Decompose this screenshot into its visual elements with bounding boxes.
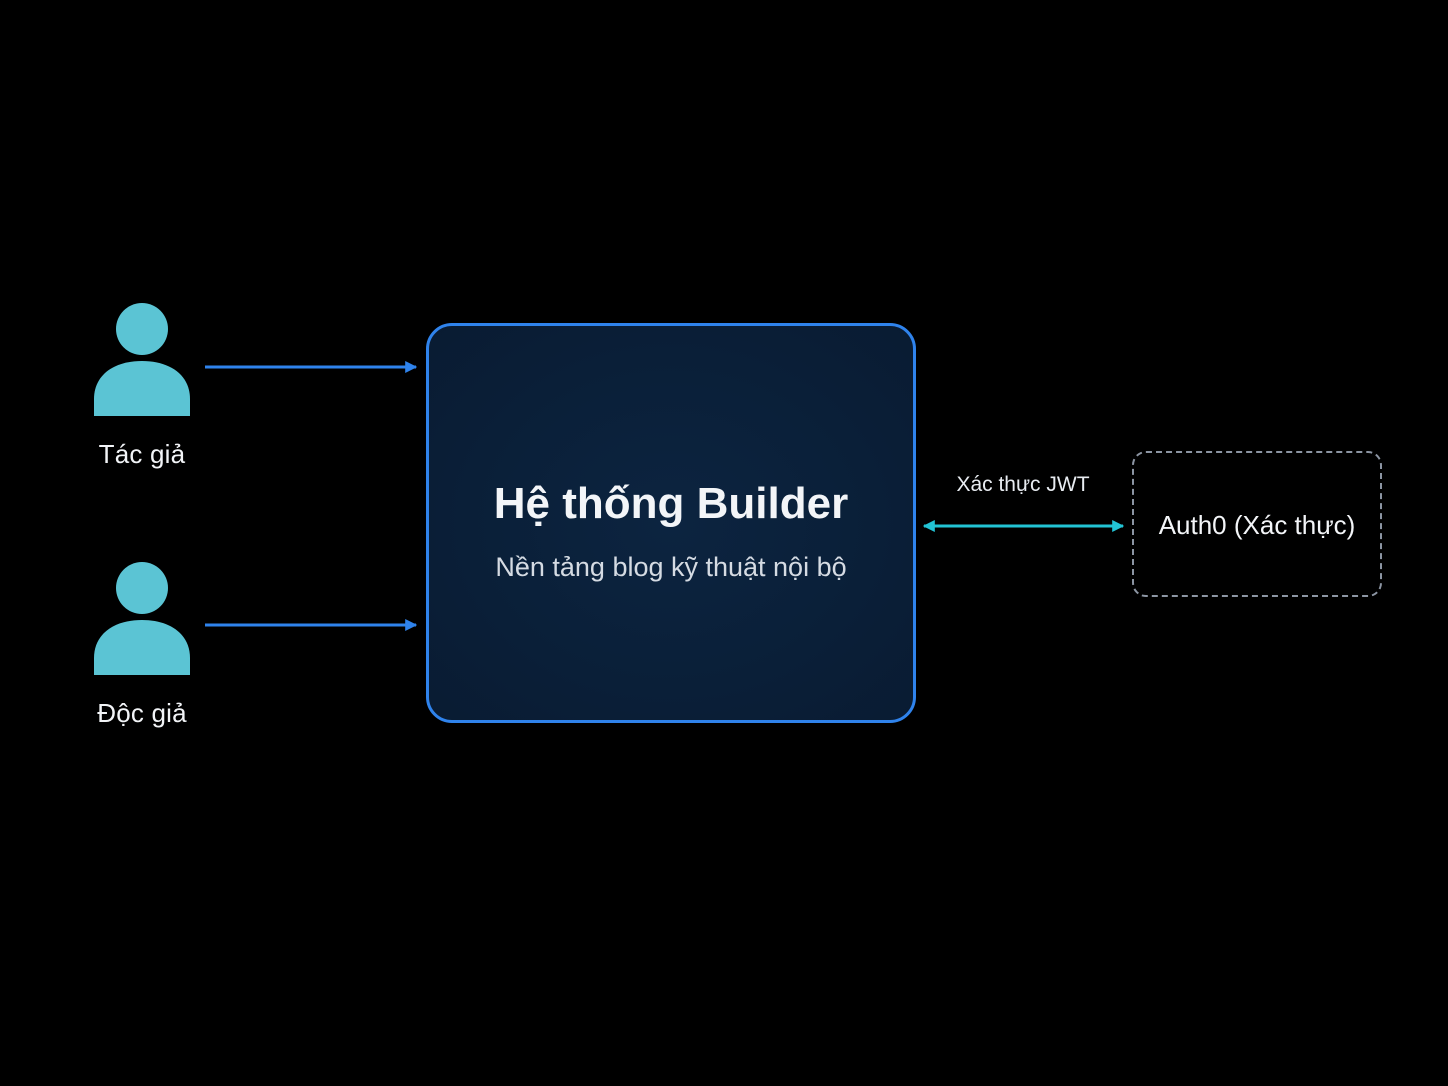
user-icon [94, 303, 190, 416]
system-box: Hệ thống Builder Nền tảng blog kỹ thuật … [426, 323, 916, 723]
actor-reader: Độc giả [72, 562, 212, 728]
auth-label: Auth0 (Xác thực) [1158, 510, 1356, 540]
actor-author: Tác giả [72, 303, 212, 469]
auth-link-label: Xác thực JWT [956, 473, 1090, 496]
system-subtitle: Nền tảng blog kỹ thuật nội bộ [495, 552, 847, 582]
user-icon [94, 562, 190, 675]
actor-reader-label: Độc giả [97, 698, 187, 728]
system-title: Hệ thống Builder [493, 479, 849, 528]
auth-external-box: Auth0 (Xác thực) [1132, 451, 1382, 597]
actor-author-label: Tác giả [98, 439, 186, 469]
